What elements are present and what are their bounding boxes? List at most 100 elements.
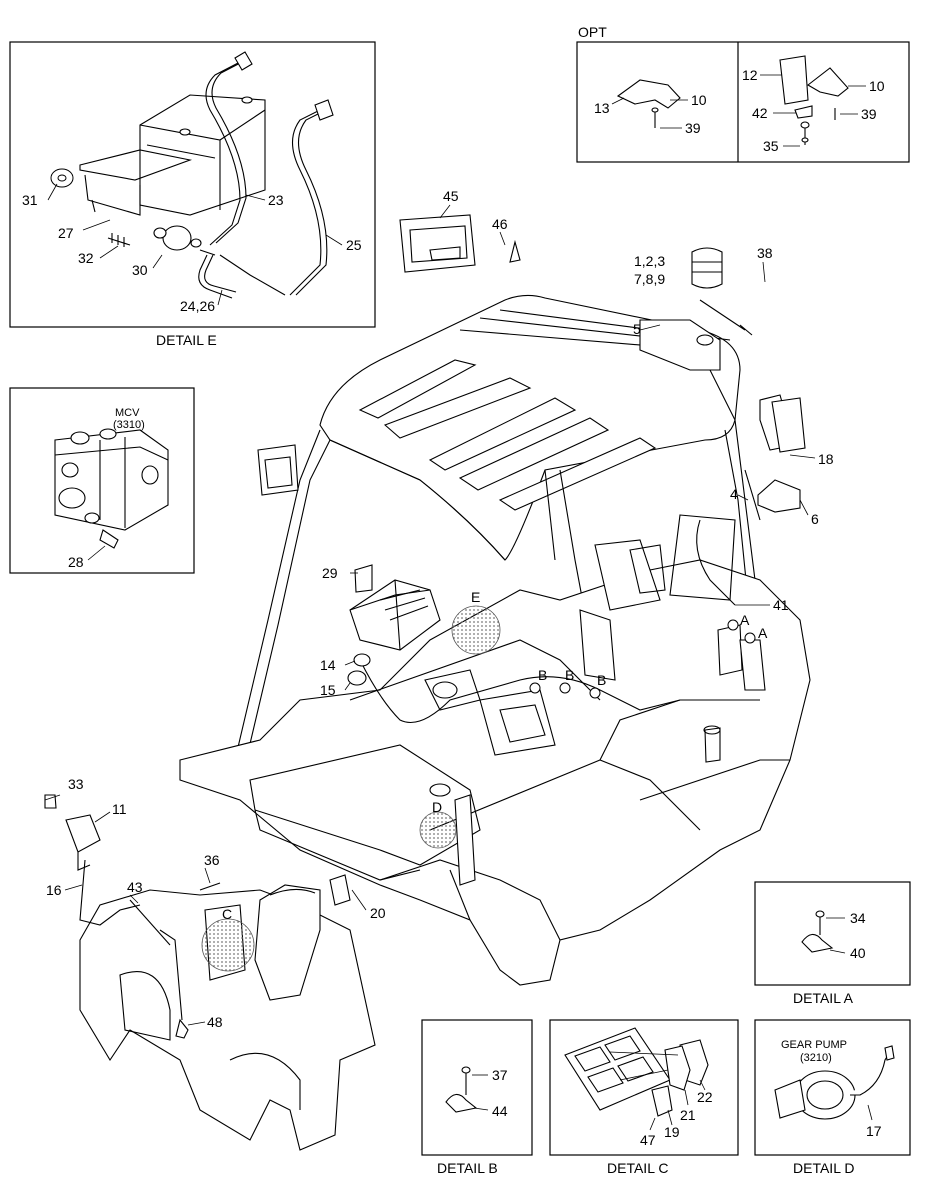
callout-40: 40 — [850, 945, 866, 961]
detail-c-panel: 22 21 47 19 DETAIL C — [549, 1019, 739, 1176]
callout-45: 45 — [443, 188, 459, 204]
callout-39-right: 39 — [861, 106, 877, 122]
callout-18: 18 — [818, 451, 834, 467]
callout-24-26: 24,26 — [180, 298, 215, 314]
mcv-panel: MCV (3310) 28 — [9, 387, 195, 574]
detail-ref-d: D — [432, 799, 442, 815]
callout-22: 22 — [697, 1089, 713, 1105]
detail-a-marker-2 — [744, 632, 756, 644]
opt-right-bracket — [779, 55, 849, 145]
callout-33: 33 — [68, 776, 84, 792]
callout-41: 41 — [773, 597, 789, 613]
callout-23: 23 — [268, 192, 284, 208]
callout-47: 47 — [640, 1132, 656, 1148]
callout-16: 16 — [46, 882, 62, 898]
mcv-code: (3310) — [113, 419, 145, 431]
detail-d-caption: DETAIL D — [793, 1160, 854, 1176]
callout-19: 19 — [664, 1124, 680, 1140]
detail-ref-b-2: B — [565, 667, 574, 683]
callout-10-left: 10 — [691, 92, 707, 108]
callout-44: 44 — [492, 1103, 508, 1119]
main-callouts: 45 46 1,2,3 7,8,9 38 5 18 4 6 29 41 14 1… — [46, 188, 834, 1030]
forklift-frame-illustration — [44, 214, 811, 1151]
detail-ref-c: C — [222, 906, 232, 922]
callout-46: 46 — [492, 216, 508, 232]
callout-14: 14 — [320, 657, 336, 673]
callout-36: 36 — [204, 852, 220, 868]
callout-34: 34 — [850, 910, 866, 926]
callout-15: 15 — [320, 682, 336, 698]
detail-reference-letters: E D C B B B A A — [222, 589, 768, 922]
battery-switch — [107, 225, 202, 251]
detail-c-caption: DETAIL C — [607, 1160, 668, 1176]
callout-5: 5 — [633, 321, 641, 337]
callout-38: 38 — [757, 245, 773, 261]
detail-b-marker-3 — [589, 687, 601, 699]
detail-ref-e: E — [471, 589, 480, 605]
callout-42: 42 — [752, 105, 768, 121]
callout-27: 27 — [58, 225, 74, 241]
callout-12: 12 — [742, 67, 758, 83]
detail-b-marker-1 — [529, 682, 541, 694]
washer-31 — [50, 168, 74, 188]
callout-39-left: 39 — [685, 120, 701, 136]
opt-left-bracket — [616, 79, 681, 128]
detail-e-frame — [9, 41, 376, 328]
callout-28: 28 — [68, 554, 84, 570]
detail-d-panel: GEAR PUMP (3210) 17 DETAIL D — [754, 1019, 911, 1176]
callout-29: 29 — [322, 565, 338, 581]
detail-a-marker-1 — [727, 619, 739, 631]
detail-e-panel: 31 27 32 30 24,26 23 25 DETAIL E — [9, 41, 376, 348]
callout-10-right: 10 — [869, 78, 885, 94]
callout-30: 30 — [132, 262, 148, 278]
callout-7-8-9: 7,8,9 — [634, 271, 665, 287]
detail-d-circle — [419, 811, 457, 849]
detail-d-frame — [754, 1019, 911, 1156]
detail-ref-b-1: B — [538, 667, 547, 683]
callout-35: 35 — [763, 138, 779, 154]
detail-b-marker-2 — [559, 682, 571, 694]
detail-e-caption: DETAIL E — [156, 332, 217, 348]
detail-a-frame — [754, 881, 911, 986]
callout-6: 6 — [811, 511, 819, 527]
detail-c-frame — [549, 1019, 739, 1156]
main-leader-lines — [44, 204, 816, 1026]
mcv-valve-illustration — [54, 428, 169, 549]
opt-frame — [576, 41, 910, 163]
gear-pump-title: GEAR PUMP — [781, 1039, 847, 1051]
callout-13: 13 — [594, 100, 610, 116]
callout-32: 32 — [78, 250, 94, 266]
detail-c-circle — [201, 918, 255, 972]
battery-illustration — [139, 94, 266, 216]
callout-17: 17 — [866, 1123, 882, 1139]
detail-a-panel: 34 40 DETAIL A — [754, 881, 911, 1006]
callout-43: 43 — [127, 879, 143, 895]
detail-ref-a-2: A — [758, 625, 768, 641]
detail-ref-a-1: A — [740, 612, 750, 628]
opt-label: OPT — [578, 24, 607, 40]
detail-e-circle — [451, 605, 501, 655]
callout-11: 11 — [112, 801, 127, 817]
detail-a-caption: DETAIL A — [793, 990, 854, 1006]
detail-ref-b-3: B — [597, 672, 606, 688]
detail-b-panel: 37 44 DETAIL B — [421, 1019, 533, 1176]
callout-48: 48 — [207, 1014, 223, 1030]
callout-37: 37 — [492, 1067, 508, 1083]
gear-pump-code: (3210) — [800, 1052, 832, 1064]
mcv-title: MCV — [115, 407, 140, 419]
callout-1-2-3: 1,2,3 — [634, 253, 665, 269]
callout-25: 25 — [346, 237, 362, 253]
detail-b-frame — [421, 1019, 533, 1156]
battery-cables — [198, 51, 334, 299]
callout-31: 31 — [22, 192, 38, 208]
callout-21: 21 — [680, 1107, 696, 1123]
mcv-frame — [9, 387, 195, 574]
battery-bracket — [79, 149, 193, 216]
detail-e-leader-lines — [47, 183, 343, 306]
opt-panel: OPT 13 10 39 12 — [576, 24, 910, 163]
detail-reference-circles — [201, 605, 756, 972]
callout-4: 4 — [730, 486, 738, 502]
callout-20: 20 — [370, 905, 386, 921]
detail-b-caption: DETAIL B — [437, 1160, 498, 1176]
